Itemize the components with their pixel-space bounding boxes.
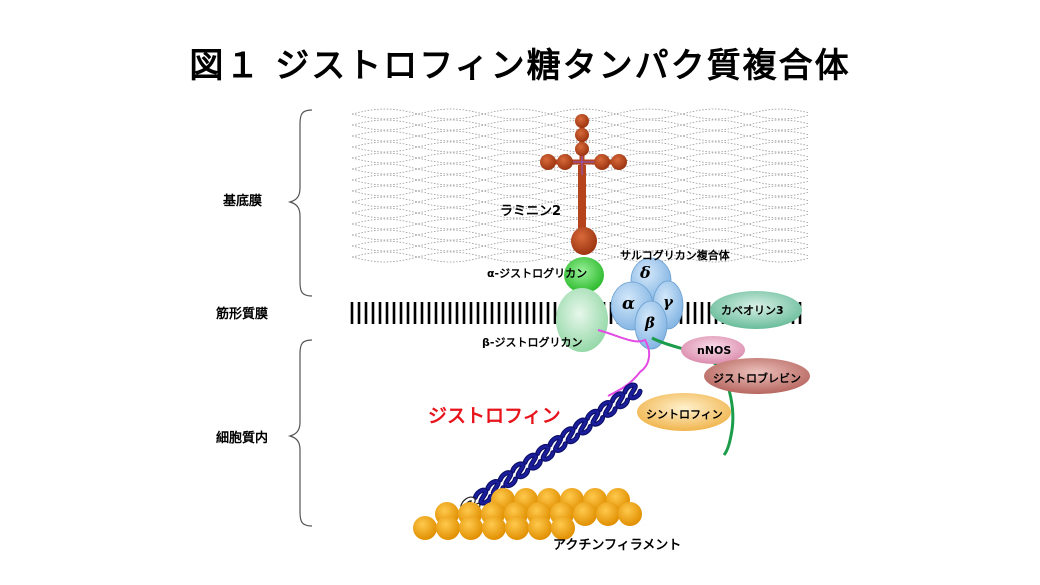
label-beta-dystroglycan: β-ジストログリカン xyxy=(482,334,582,350)
actin-monomer xyxy=(413,516,437,540)
spectrin-repeat xyxy=(599,400,617,418)
subunit-beta: β xyxy=(645,314,655,332)
actin-monomer xyxy=(618,502,642,526)
label-caveolin: カベオリン3 xyxy=(721,302,784,318)
label-dystrobrevin: ジストロブレビン xyxy=(713,370,801,386)
actin-monomer xyxy=(436,516,460,540)
subunit-delta: δ xyxy=(640,263,651,282)
spectrin-repeat xyxy=(611,392,629,410)
spectrin-repeat xyxy=(499,471,517,489)
actin-monomer xyxy=(482,516,506,540)
actin-monomer xyxy=(528,516,552,540)
label-nnos: nNOS xyxy=(697,344,731,357)
spectrin-repeat xyxy=(549,435,567,453)
label-sarcoglycan-complex: サルコグリカン複合体 xyxy=(620,247,730,263)
actin-filament xyxy=(413,488,642,540)
laminin-2 xyxy=(540,114,627,255)
region-basement-membrane: 基底膜 xyxy=(223,190,262,209)
subunit-gamma: γ xyxy=(663,293,673,311)
brace-basement xyxy=(290,110,312,296)
label-alpha-dystroglycan: α-ジストログリカン xyxy=(487,265,587,281)
region-sarcolemma: 筋形質膜 xyxy=(216,303,268,322)
spectrin-repeat xyxy=(536,444,554,462)
actin-monomer xyxy=(596,502,620,526)
label-laminin: ラミニン2 xyxy=(500,200,561,219)
label-actin-filament: アクチンフィラメント xyxy=(553,534,681,553)
label-dystrophin: ジストロフィン xyxy=(428,401,561,428)
actin-monomer xyxy=(505,516,529,540)
region-intracellular: 細胞質内 xyxy=(216,427,268,446)
actin-monomer xyxy=(459,516,483,540)
spectrin-repeat xyxy=(586,409,604,427)
subunit-alpha: α xyxy=(622,294,635,314)
actin-monomer xyxy=(573,502,597,526)
brace-intracellular xyxy=(290,340,312,526)
label-syntrophin: シントロフィン xyxy=(646,406,723,422)
